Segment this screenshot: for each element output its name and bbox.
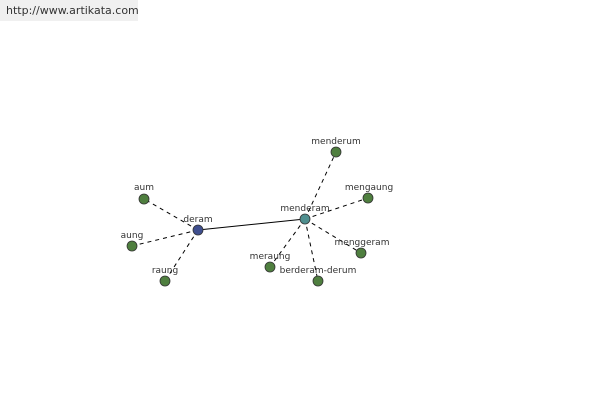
edge-deram-raung [164,229,199,282]
node-menggeram[interactable] [355,247,367,259]
node-label-aung[interactable]: aung [121,231,144,241]
node-label-aum[interactable]: aum [134,183,154,193]
edge-deram-aum [143,198,199,231]
node-berderam-derum[interactable] [312,275,324,287]
node-label-menderum[interactable]: menderum [311,137,360,147]
edge-menderam-meraung [269,218,306,268]
node-label-raung[interactable]: raung [152,266,178,276]
edge-menderam-mengaung [304,197,369,220]
edge-menderam-berderam-derum [304,218,319,282]
edge-menderam-menggeram [304,218,362,254]
node-label-deram[interactable]: deram [183,215,212,225]
node-meraung[interactable] [264,261,276,273]
node-label-meraung[interactable]: meraung [250,252,291,262]
node-aung[interactable] [126,240,138,252]
node-aum[interactable] [138,193,150,205]
url-banner[interactable]: http://www.artikata.com [0,0,139,21]
node-label-menderam[interactable]: menderam [280,204,329,214]
node-menderam[interactable] [299,213,311,225]
node-label-berderam-derum[interactable]: berderam-derum [280,266,357,276]
node-menderum[interactable] [330,146,342,158]
node-deram[interactable] [192,224,204,236]
nodes-layer [126,146,374,287]
edges-layer [131,151,369,282]
node-mengaung[interactable] [362,192,374,204]
edge-deram-menderam [197,218,306,231]
labels-layer: deram menderam aum aung raung menderum mengaun… [121,137,394,276]
node-label-menggeram[interactable]: menggeram [335,238,390,248]
node-raung[interactable] [159,275,171,287]
node-label-mengaung[interactable]: mengaung [345,183,393,193]
edge-deram-aung [131,229,199,247]
